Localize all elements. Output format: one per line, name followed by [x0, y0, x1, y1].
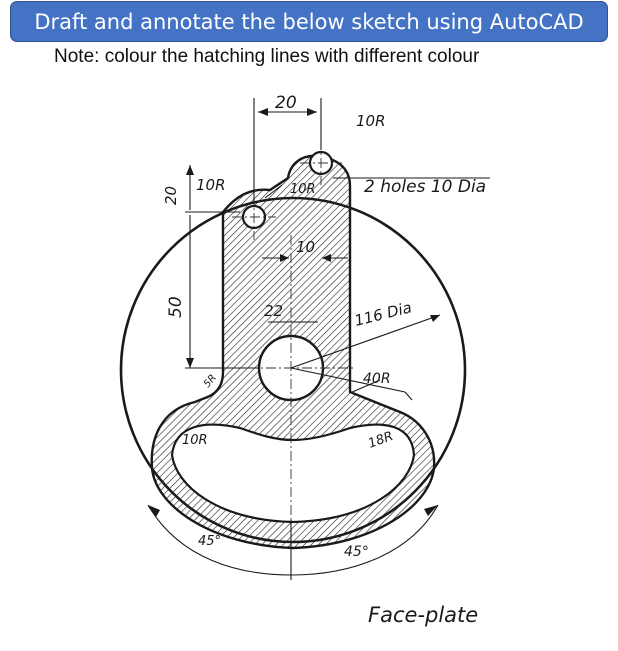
title-text: Draft and annotate the below sketch usin… — [34, 9, 584, 34]
dim-top-width: 20 — [275, 93, 297, 113]
dim-inner-radius: 10R — [290, 182, 316, 197]
title-banner: Draft and annotate the below sketch usin… — [10, 1, 608, 42]
dim-fillet-left: 10R — [182, 433, 208, 448]
note-text: Note: colour the hatching lines with dif… — [54, 46, 480, 67]
drawing-caption: Face-plate — [368, 603, 478, 627]
arrowheads — [148, 108, 440, 517]
dim-vertical-large: 50 — [166, 296, 186, 318]
dim-slot-width: 10 — [296, 238, 315, 256]
dim-angle-left: 45° — [198, 534, 221, 549]
dim-holes: 2 holes 10 Dia — [364, 177, 486, 197]
dim-outer-dia: 116 Dia — [353, 298, 414, 330]
dimension-lines — [147, 98, 490, 580]
dim-top-radius: 10R — [356, 112, 386, 130]
dim-arc-radius: 40R — [363, 371, 391, 387]
dim-bore: 22 — [264, 302, 283, 320]
dim-fillet-corner: 5R — [202, 373, 219, 390]
dim-left-radius: 10R — [196, 176, 226, 194]
dim-vertical-small: 20 — [162, 186, 180, 205]
dim-angle-right: 45° — [344, 544, 369, 560]
